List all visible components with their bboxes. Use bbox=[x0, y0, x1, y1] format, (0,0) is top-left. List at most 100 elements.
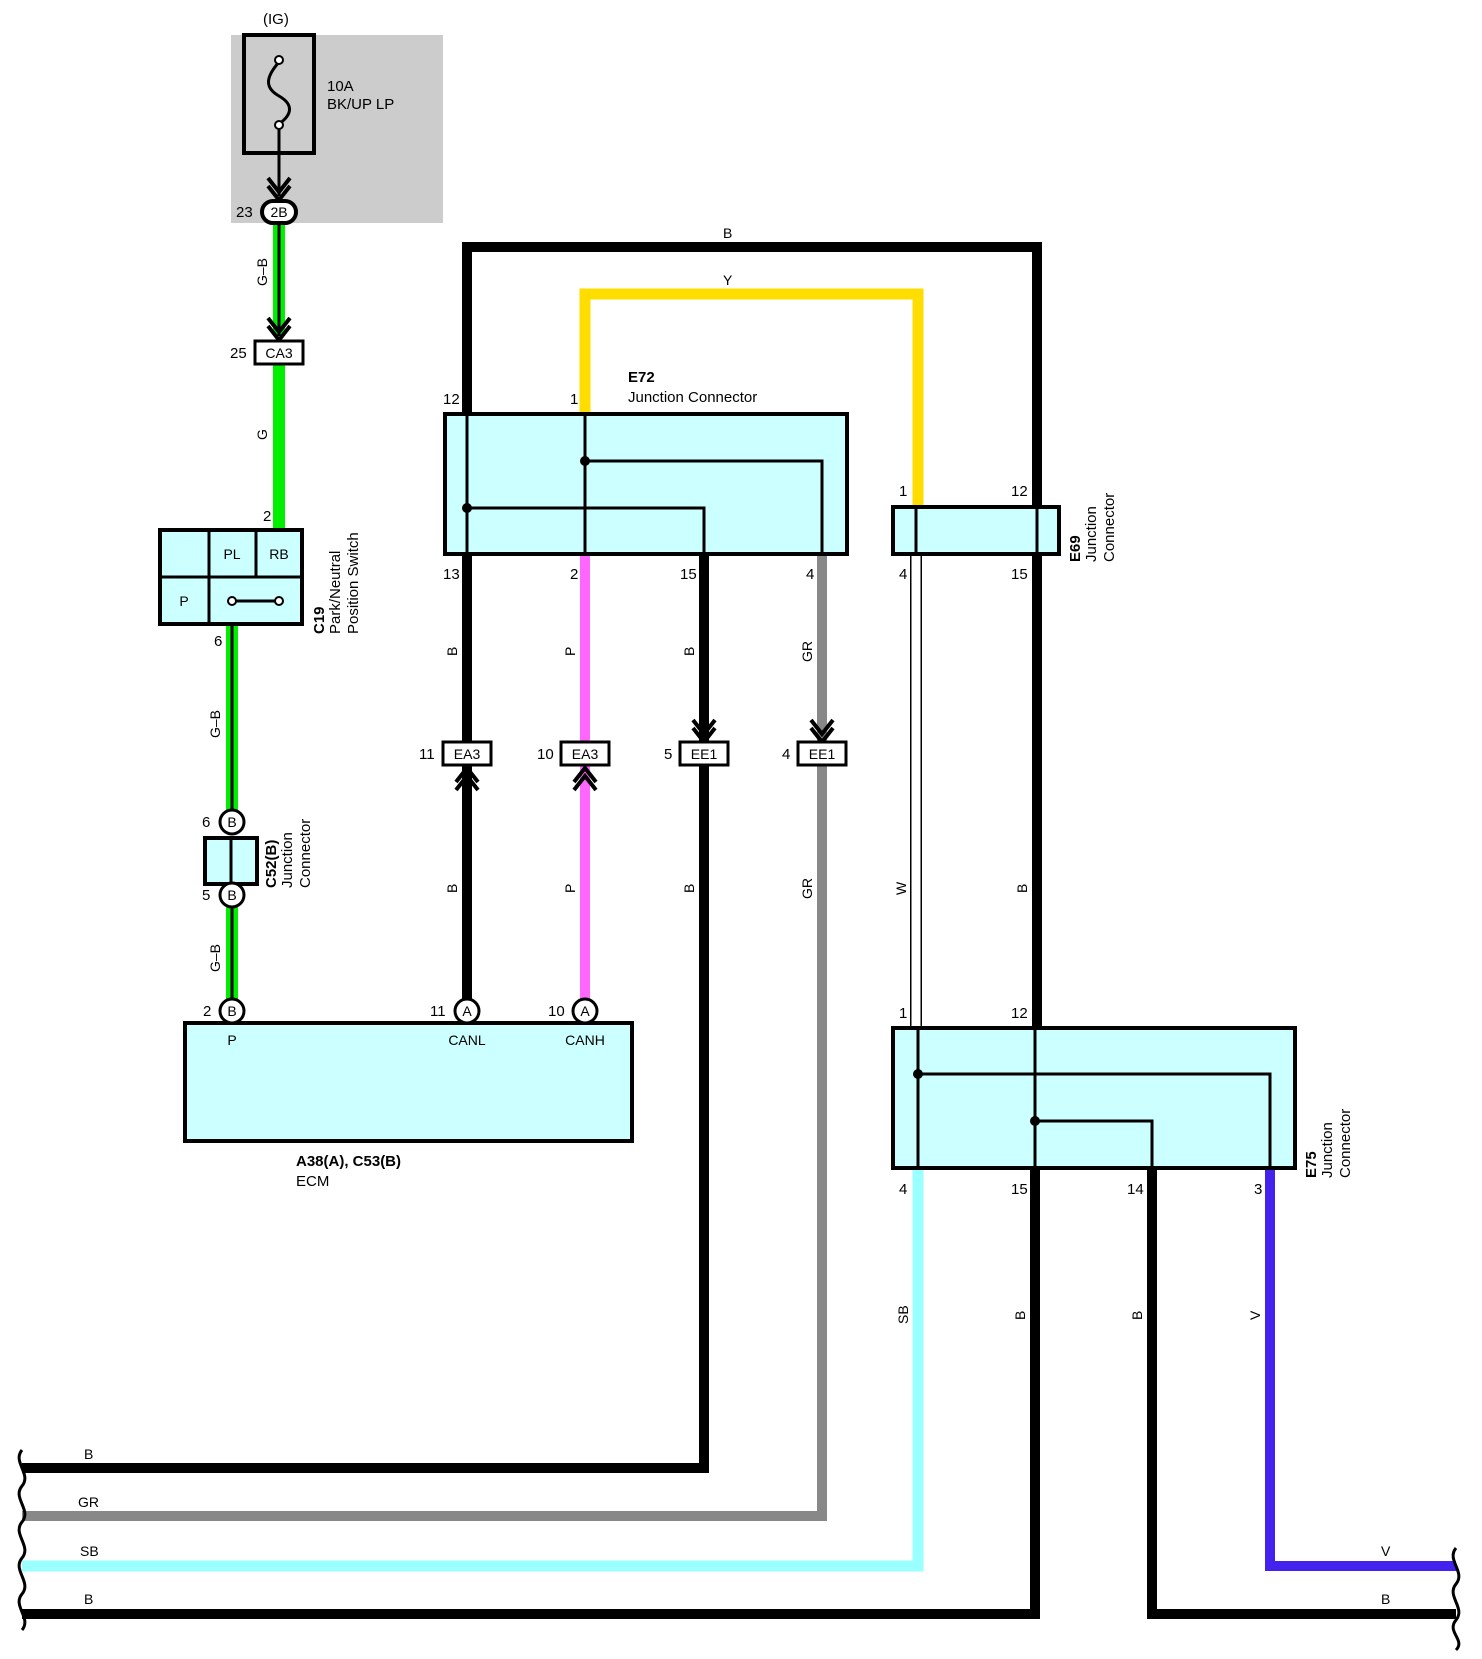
pin-e72-13: 13 bbox=[443, 566, 460, 583]
pin-c52-6: 6 bbox=[202, 814, 210, 831]
fuse-terminal-bottom bbox=[274, 120, 284, 130]
e72-box bbox=[443, 412, 849, 556]
wire-b-top-loop bbox=[462, 242, 1042, 1028]
e75-id: E75 bbox=[1303, 1151, 1320, 1178]
wire-label-p-canh: P bbox=[562, 884, 578, 893]
pin-25: 25 bbox=[230, 345, 247, 362]
wire-label-b-e75-15: B bbox=[1012, 1311, 1028, 1320]
ecm-box bbox=[183, 1021, 634, 1143]
ecm-terminal-canl-label: A bbox=[462, 1003, 472, 1019]
break-mark-left bbox=[17, 1449, 27, 1631]
pin-e72-1: 1 bbox=[570, 391, 578, 408]
connector-ea3-canl-label: EA3 bbox=[454, 746, 481, 762]
c19-pl: PL bbox=[223, 546, 240, 562]
ecm-name: ECM bbox=[296, 1173, 329, 1190]
c52-terminal-5-label: B bbox=[227, 887, 236, 903]
ecm-terminal-p bbox=[218, 997, 246, 1025]
wire-sb bbox=[22, 1170, 924, 1572]
pin-c52-5: 5 bbox=[202, 887, 210, 904]
wire-label-gr-4: GR bbox=[799, 641, 815, 662]
wire-label-sb: SB bbox=[895, 1305, 911, 1324]
e75-bus-to-3 bbox=[918, 1072, 1272, 1168]
wire-label-b-13: B bbox=[444, 647, 460, 656]
pin-e69-15: 15 bbox=[1011, 566, 1028, 583]
pin-e75-3: 3 bbox=[1254, 1181, 1262, 1198]
ea3-canl-chevron-icon bbox=[454, 764, 480, 792]
e75-splice-1 bbox=[913, 1069, 923, 1079]
wire-label-g: G bbox=[254, 429, 270, 440]
connector-ea3-canh bbox=[559, 740, 611, 767]
wire-label-gb-low: G–B bbox=[207, 944, 223, 972]
pin-e75-12: 12 bbox=[1011, 1005, 1028, 1022]
pin-ee1-5: 5 bbox=[664, 746, 672, 763]
connector-ee1-gr-label: EE1 bbox=[809, 746, 836, 762]
wire-b-e75-15 bbox=[22, 1170, 1040, 1619]
e69-desc2: Connector bbox=[1101, 493, 1118, 562]
wire-gr bbox=[22, 555, 827, 1521]
pin-e75-14: 14 bbox=[1127, 1181, 1144, 1198]
e75-bus-to-14 bbox=[1035, 1119, 1154, 1168]
wire-v bbox=[1265, 1170, 1456, 1571]
ecm-id: A38(A), C53(B) bbox=[296, 1153, 401, 1170]
c19-rb: RB bbox=[269, 546, 288, 562]
ecm-terminal-p-label: B bbox=[227, 1003, 236, 1019]
wire-label-b-canl: B bbox=[444, 884, 460, 893]
wire-label-b-15: B bbox=[681, 647, 697, 656]
ecm-terminal-canh-label: A bbox=[580, 1003, 590, 1019]
pin-e69-1: 1 bbox=[899, 483, 907, 500]
wire-label-b-e75-14: B bbox=[1129, 1311, 1145, 1320]
e75-desc2: Connector bbox=[1337, 1109, 1354, 1178]
pin-e75-1: 1 bbox=[899, 1005, 907, 1022]
pin-e72-12: 12 bbox=[443, 391, 460, 408]
pin-c19-6: 6 bbox=[214, 633, 222, 650]
wire-label-w: W bbox=[893, 881, 909, 895]
connector-ee1-b bbox=[678, 740, 730, 767]
break-mark-right bbox=[1451, 1547, 1461, 1652]
wire-b-ee1 bbox=[22, 555, 709, 1473]
wire-y bbox=[579, 288, 924, 507]
c52-desc1: Junction bbox=[279, 832, 296, 888]
c19-id: C19 bbox=[311, 606, 328, 634]
pin-ecm-10: 10 bbox=[548, 1003, 565, 1020]
connector-ee1-b-label: EE1 bbox=[691, 746, 718, 762]
ecm-pin-p: P bbox=[227, 1032, 236, 1048]
ecm-terminal-canl bbox=[453, 997, 481, 1025]
pin-e75-4: 4 bbox=[899, 1181, 907, 1198]
pin-e75-15: 15 bbox=[1011, 1181, 1028, 1198]
bus-label-b2: B bbox=[84, 1591, 93, 1607]
c19-desc2: Position Switch bbox=[345, 532, 362, 634]
pin-ee1-4: 4 bbox=[782, 746, 790, 763]
c19-p: P bbox=[179, 593, 188, 609]
connector-ea3-canh-label: EA3 bbox=[572, 746, 599, 762]
e72-id: E72 bbox=[628, 369, 655, 386]
c19-contact-left bbox=[227, 596, 237, 606]
connector-ca3 bbox=[253, 339, 305, 366]
wire-label-y: Y bbox=[723, 272, 733, 288]
bus-label-sb: SB bbox=[80, 1543, 99, 1559]
bus-label-gr: GR bbox=[78, 1494, 99, 1510]
ecm-pin-canh: CANH bbox=[565, 1032, 605, 1048]
wire-label-gb-top: G–B bbox=[254, 258, 270, 286]
wire-label-v: V bbox=[1247, 1310, 1263, 1320]
pin-c19-2: 2 bbox=[263, 508, 271, 525]
c19-desc1: Park/Neutral bbox=[327, 551, 344, 634]
e69-id: E69 bbox=[1067, 535, 1084, 562]
ea3-canh-chevron-icon bbox=[572, 764, 598, 792]
e75-splice-2 bbox=[1030, 1116, 1040, 1126]
c52-id: C52(B) bbox=[263, 840, 280, 888]
fuse-element-icon bbox=[267, 61, 291, 126]
fuse-terminal-top bbox=[274, 55, 284, 65]
wire-label-b-e69: B bbox=[1014, 884, 1030, 893]
wire-label-b-top: B bbox=[723, 225, 732, 241]
wire-label-b-ee1: B bbox=[681, 884, 697, 893]
pin-23: 23 bbox=[236, 204, 253, 221]
e75-desc1: Junction bbox=[1319, 1122, 1336, 1178]
pin-e69-12: 12 bbox=[1011, 483, 1028, 500]
pin-e72-4: 4 bbox=[806, 566, 814, 583]
e72-bus-to-4 bbox=[585, 459, 824, 554]
e72-bus-to-15 bbox=[467, 506, 706, 554]
wire-label-gr-ee1: GR bbox=[799, 878, 815, 899]
fuse-shaded-area bbox=[231, 35, 443, 223]
e69-desc1: Junction bbox=[1083, 506, 1100, 562]
